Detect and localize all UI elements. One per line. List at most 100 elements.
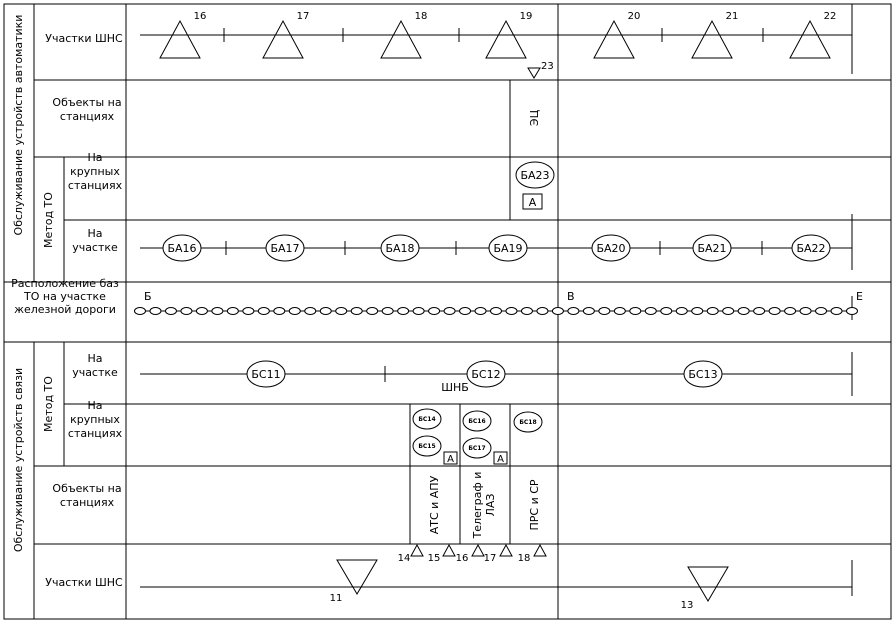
svg-text:А: А [529,196,537,209]
shns-section-13-label: 13 [681,600,694,611]
bs-small-node [462,410,492,432]
ba-node-label: БА19 [493,242,522,255]
bs-node-label: БС13 [688,368,717,381]
railway-chain: Б В Е [134,290,863,315]
shns-section-label: 22 [824,11,837,22]
telegraph-label: Телеграф и [471,472,484,540]
point-b-label: Б [144,290,152,303]
station-marker-icon [471,543,485,557]
bs-small-label: БС14 [418,416,435,423]
ats-apu-label: АТС и АПУ [428,475,441,534]
shns-section-label: 20 [628,11,641,22]
group-automation-label: Обслуживание устройств автоматики [12,15,25,236]
group-communication-label: Обслуживание устройств связи [12,368,25,552]
shns-section-17-icon [262,19,304,59]
station-marker-label: 16 [456,553,469,564]
bs-small-label: БС15 [418,443,435,450]
method-to-auto-label: Метод ТО [42,192,55,248]
shns-section-11-icon [336,559,378,595]
laz-label: ЛАЗ [484,494,497,517]
shnb-label: ШНБ [441,381,469,394]
shns-auto-track: 16 17 18 19 20 21 22 23 [140,11,852,79]
bs-flag-1: А [443,451,458,465]
row-label-shns-auto: Участки ШНС [45,32,123,45]
bs-node-label: БС12 [471,368,500,381]
ba-node [591,234,631,262]
ba23-node: БА23 [515,161,555,189]
marker-23-label: 23 [541,61,554,72]
shns-section-label: 21 [726,11,739,22]
ba-node-label: БА16 [167,242,196,255]
bs-node-label: БС11 [251,368,280,381]
station-marker-icon [442,543,456,557]
ba-node [265,234,305,262]
ba-node [791,234,831,262]
shns-comm-track: 11 13 [140,559,852,611]
bs-small-node [412,435,442,457]
ba-node-label: БА18 [385,242,414,255]
shns-section-11-label: 11 [330,593,343,604]
bs-small-label: БС18 [519,419,536,426]
ba-node-label: БА22 [796,242,825,255]
shns-section-13-icon [687,566,729,602]
station-marker-label: 14 [398,553,411,564]
ba-node [692,234,732,262]
ec-label: ЭЦ [528,109,541,126]
ba-node [380,234,420,262]
ba-node-label: БА17 [270,242,299,255]
bs-small-node [513,411,543,433]
shns-section-21-icon [691,19,733,59]
shns-section-18-icon [380,19,422,59]
shns-section-16-icon [159,19,201,59]
bs-node [683,360,723,388]
ba23-label: БА23 [520,169,549,182]
bs-flag-2: А [493,451,508,465]
bs-node [246,360,286,388]
prs-sr-label: ПРС и СР [528,479,541,530]
shns-section-label: 19 [520,11,533,22]
method-to-comm-label: Метод ТО [42,376,55,432]
bs-node [466,360,506,388]
station-marker-icon [533,543,547,557]
ba-section-track: БА16 БА17 БА18 БА19 БА20 БА21 БА22 [140,234,852,262]
shns-section-20-icon [593,19,635,59]
svg-text:А: А [497,454,504,465]
ba-node [162,234,202,262]
ba23-flag: А [522,193,543,210]
bs-small-node [462,437,492,459]
row-label-shns-comm: Участки ШНС [45,576,123,589]
bs-small-label: БС16 [468,418,485,425]
point-e-label: Е [856,290,863,303]
station-marker-icon [499,543,513,557]
svg-text:А: А [447,454,454,465]
shns-section-label: 17 [297,11,310,22]
ba-node-label: БА21 [697,242,726,255]
shns-section-19-icon [485,19,527,59]
shns-section-label: 18 [415,11,428,22]
ba-node-label: БА20 [596,242,625,255]
bs-small-node [412,408,442,430]
grid-lines [3,3,892,620]
station-marker-icon [410,543,424,557]
shns-section-22-icon [789,19,831,59]
bs-small-label: БС17 [468,445,485,452]
comm-station-markers: 14 15 16 17 18 [398,543,547,564]
station-marker-label: 15 [428,553,441,564]
marker-23-icon [527,67,541,79]
shns-section-label: 16 [194,11,207,22]
ba-node [488,234,528,262]
bs-section-track: БС11 БС12 БС13 ШНБ [140,360,852,394]
station-marker-label: 18 [518,553,531,564]
point-v-label: В [567,290,575,303]
station-marker-label: 17 [484,553,497,564]
